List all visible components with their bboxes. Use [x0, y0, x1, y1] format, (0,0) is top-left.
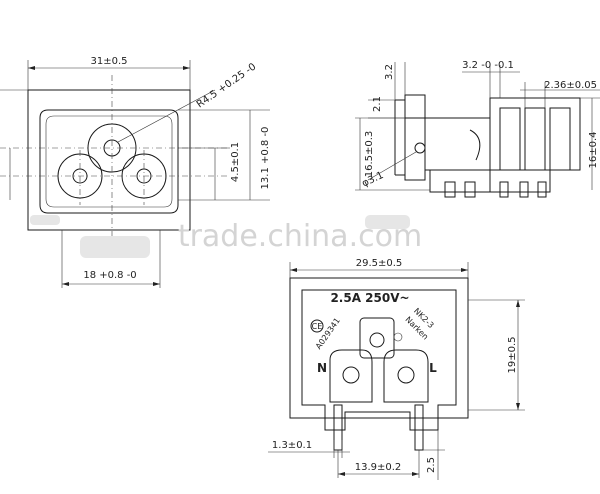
right-side-dim: 16±0.4 — [588, 131, 599, 168]
side-left-dim: 2.1 — [372, 96, 383, 112]
cert-logo — [310, 319, 324, 333]
front-bottom-dim: 18 +0.8 -0 — [83, 270, 136, 281]
ground-symbol — [393, 332, 403, 342]
right-top-dim: 3.2 -0 -0.1 — [462, 60, 514, 71]
side-top-dim: 3.2 — [384, 64, 395, 80]
front-height-dim-2: 13.1 +0.8 -0 — [260, 127, 271, 190]
front-width-dim: 31±0.5 — [90, 56, 127, 67]
side-view: 3.2 2.1 16.5±0.3 φ3.1 — [355, 62, 491, 229]
pin-length-dim: 2.5 — [426, 457, 437, 473]
watermark: trade.china.com — [178, 219, 422, 254]
bottom-height-dim: 19±0.5 — [507, 336, 518, 373]
svg-text:CE: CE — [312, 322, 323, 331]
front-height-dim-1: 4.5±0.1 — [230, 142, 241, 182]
pin-spacing-dim: 13.9±0.2 — [355, 462, 402, 473]
side-height-dim: 16.5±0.3 — [364, 131, 375, 178]
right-view: 3.2 -0 -0.1 2.36±0.05 16±0.4 — [462, 60, 600, 198]
right-right-dim: 2.36±0.05 — [544, 80, 597, 91]
terminal-n: N — [317, 361, 327, 375]
terminal-l: L — [429, 361, 437, 375]
clover-socket — [57, 123, 167, 199]
bottom-width-dim: 29.5±0.5 — [356, 258, 403, 269]
pin-dim: 1.3±0.1 — [272, 440, 312, 451]
bottom-view: 29.5±0.5 2.5A 250V~ CE A029341 NK2-3 Nar… — [268, 258, 525, 480]
front-radius-dim: R4.5 +0.25 -0 — [195, 61, 259, 110]
rating-text: 2.5A 250V~ — [330, 291, 409, 305]
